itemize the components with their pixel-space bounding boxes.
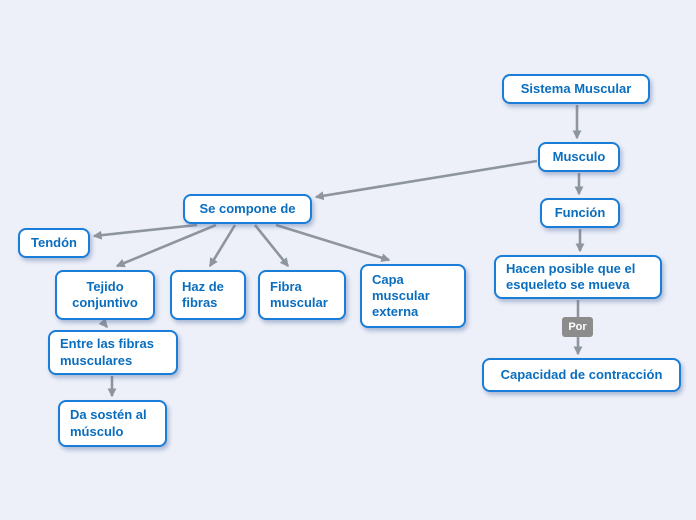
node-funcion[interactable]: Función [540,198,620,228]
node-hacen-posible[interactable]: Hacen posible que el esqueleto se mueva [494,255,662,299]
connector-label-por[interactable]: Por [562,317,593,337]
arrow-se-compone-to-fibra [253,224,290,268]
node-entre-las-fibras[interactable]: Entre las fibras musculares [48,330,178,375]
node-haz-de-fibras[interactable]: Haz de fibras [170,270,246,320]
arrow-se-compone-to-capa [275,223,391,263]
node-sistema-muscular[interactable]: Sistema Muscular [502,74,650,104]
arrow-musculo-to-se-compone [314,159,538,201]
node-musculo[interactable]: Musculo [538,142,620,172]
node-tendon[interactable]: Tendón [18,228,90,258]
arrow-se-compone-to-haz [208,224,237,268]
arrow-tejido-to-entre [98,318,108,329]
node-se-compone-de[interactable]: Se compone de [183,194,312,224]
arrow-se-compone-to-tejido [115,223,217,268]
node-tejido-conjuntivo[interactable]: Tejido conjuntivo [55,270,155,320]
node-capacidad-de-contraccion[interactable]: Capacidad de contracción [482,358,681,392]
arrow-se-compone-to-tendon [92,223,198,240]
node-da-sosten-al-musculo[interactable]: Da sostén al músculo [58,400,167,447]
node-capa-muscular-externa[interactable]: Capa muscular externa [360,264,466,328]
node-fibra-muscular[interactable]: Fibra muscular [258,270,346,320]
